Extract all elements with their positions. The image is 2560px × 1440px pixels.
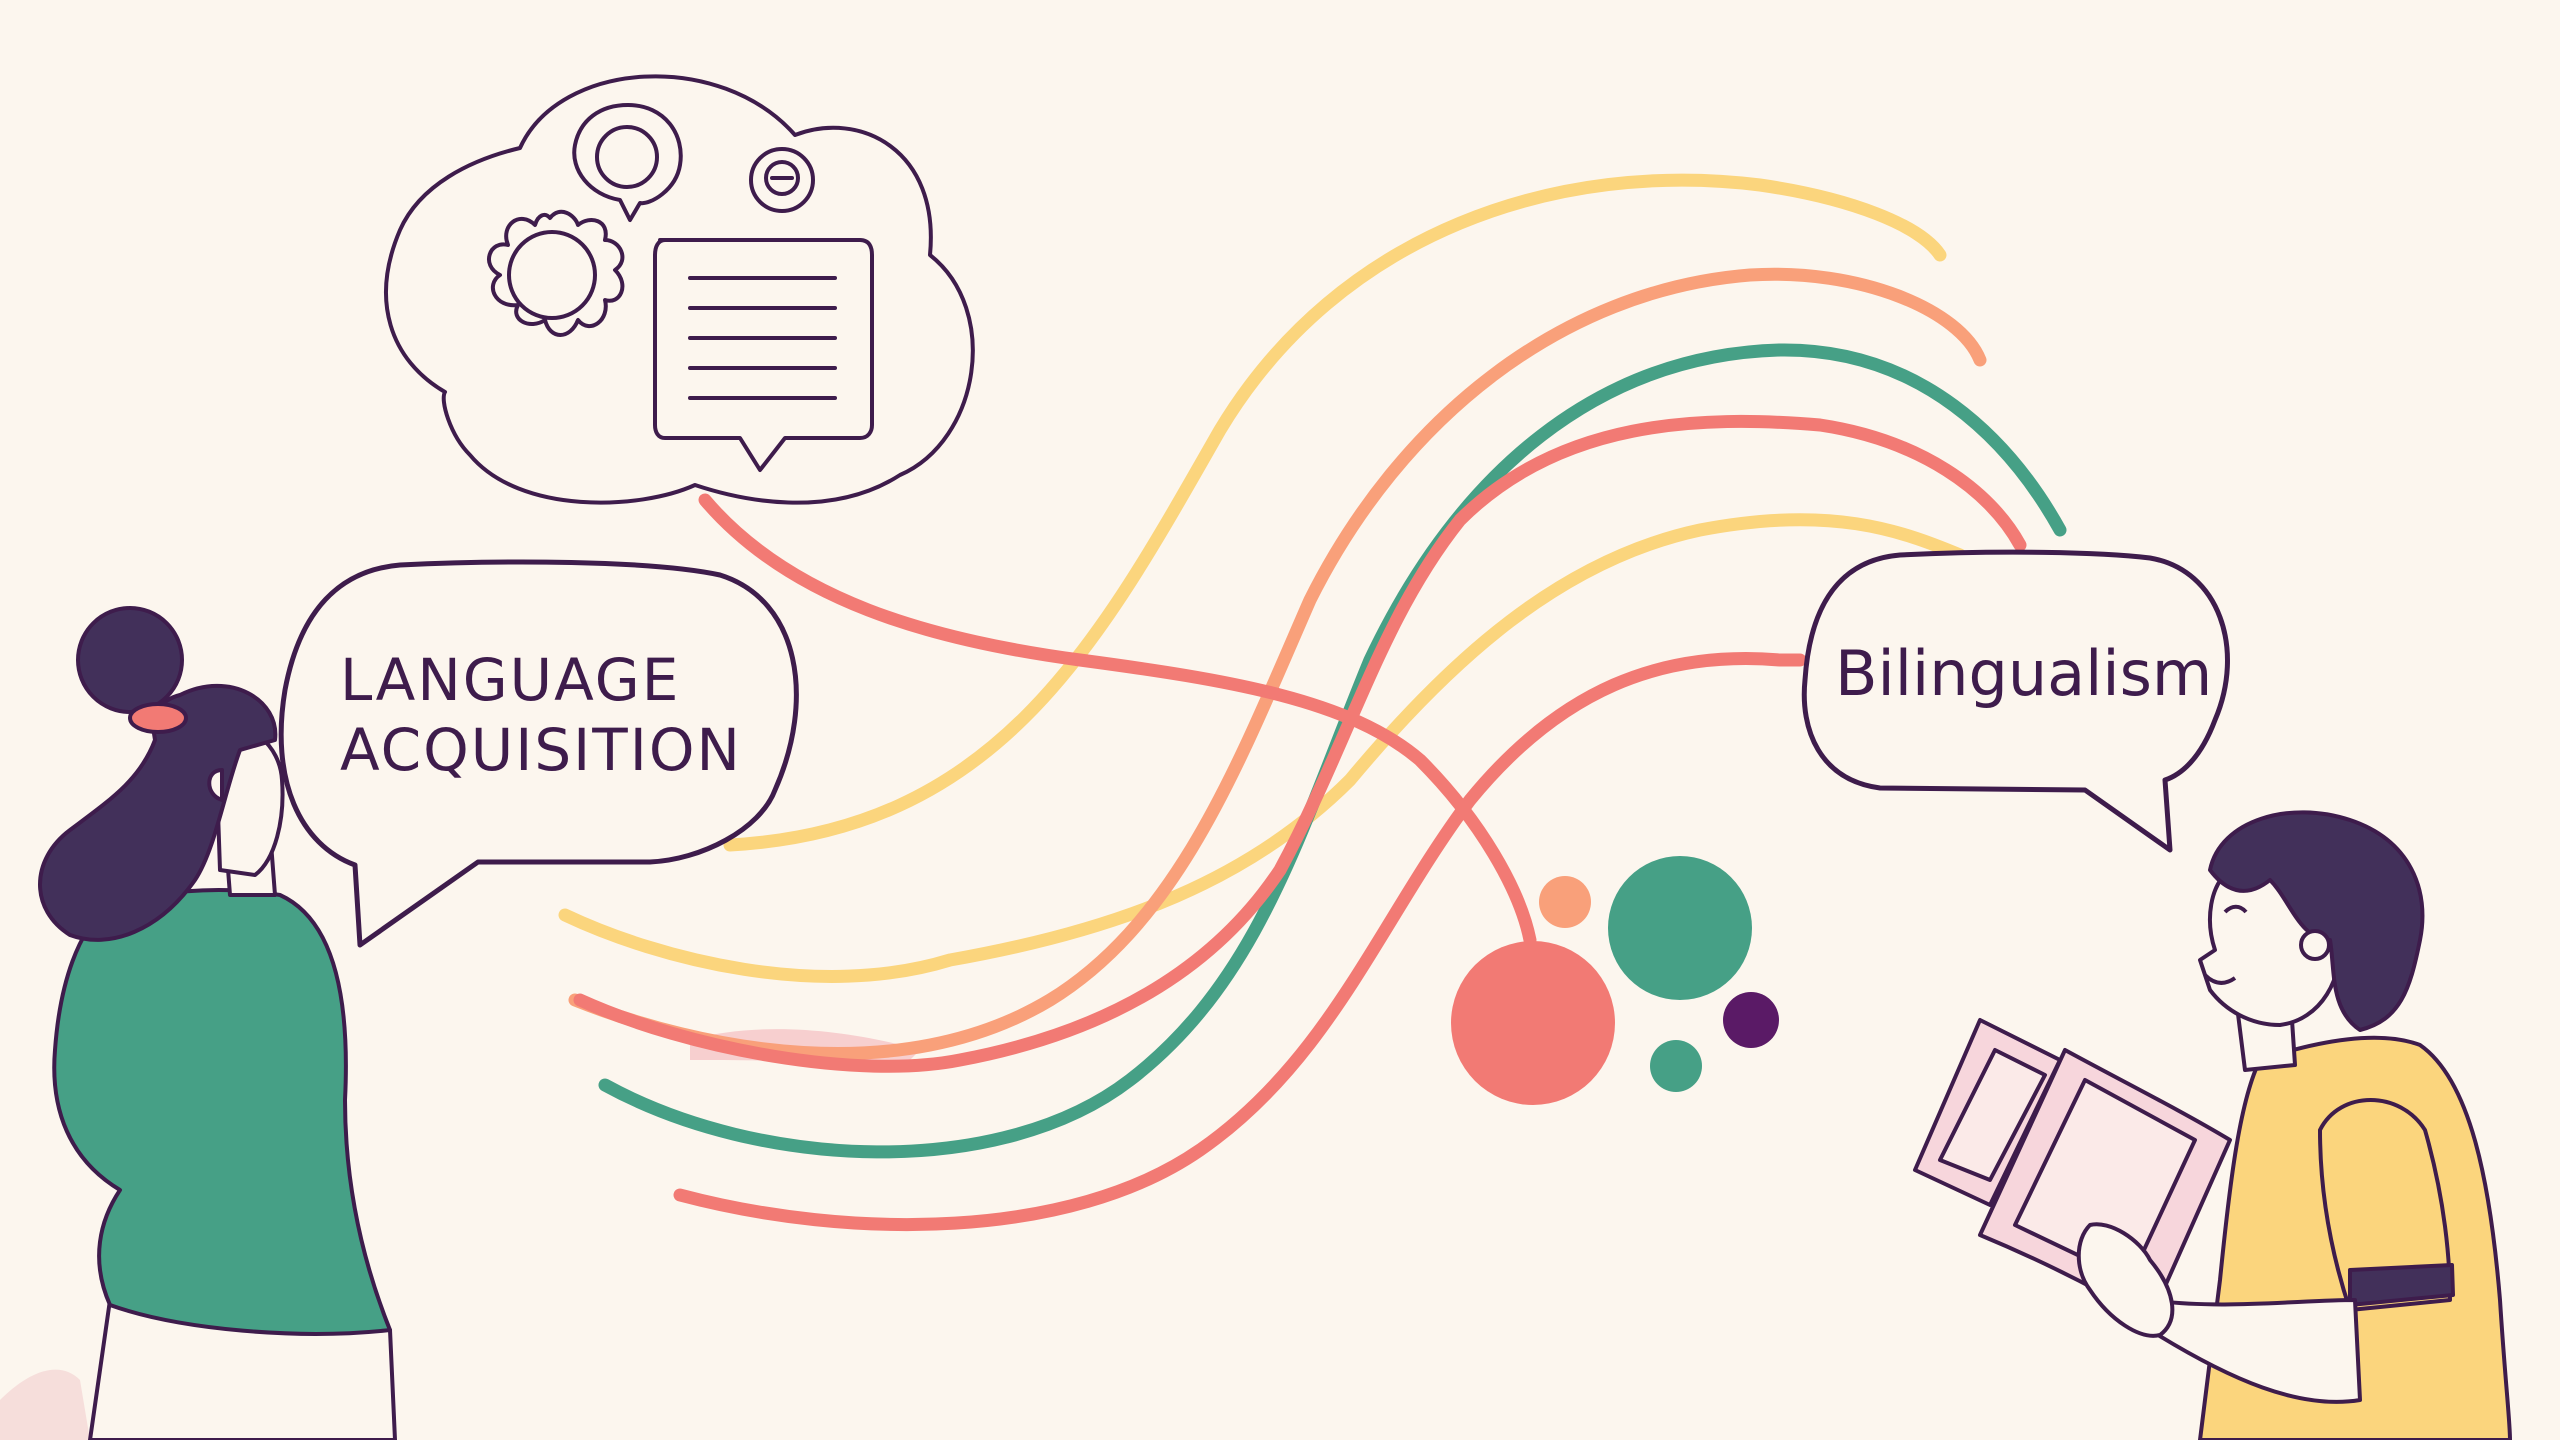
book-icon — [1913, 1018, 2232, 1322]
info-circle-icon — [749, 147, 815, 213]
speech-circle-icon — [572, 103, 683, 222]
dot-orange-small — [1539, 876, 1591, 928]
man-hair — [2208, 810, 2425, 1032]
ribbon-lines — [558, 173, 2067, 1232]
man-arm — [2148, 1298, 2362, 1404]
woman-ear — [207, 768, 224, 802]
woman-figure — [38, 606, 397, 1440]
man-ear — [2299, 929, 2331, 961]
bubble-right-text: Bilingualism — [1835, 637, 2212, 710]
dot-purple-small — [1723, 992, 1779, 1048]
pink-blob-bottom-left — [0, 1369, 90, 1440]
dot-green-small — [1650, 1040, 1702, 1092]
man-smile — [2203, 973, 2237, 985]
ribbon-yellow-low — [558, 513, 1967, 983]
dot-green-large — [1608, 856, 1752, 1000]
woman-sweater — [52, 888, 392, 1336]
woman-hair — [38, 683, 278, 942]
woman-hair-tie — [128, 702, 188, 734]
document-icon — [653, 238, 874, 472]
man-sleeve — [2318, 1098, 2452, 1312]
man-eye — [2223, 904, 2248, 914]
ribbon-yellow-top — [723, 173, 1947, 852]
man-figure — [1913, 810, 2512, 1440]
ribbon-coral-lower — [673, 652, 1807, 1232]
dot-cluster — [1451, 856, 1779, 1105]
right-speech-bubble: Bilingualism — [1801, 549, 2230, 853]
gear-icon — [487, 209, 625, 337]
bubble-left-line1: LANGUAGE — [340, 646, 680, 714]
left-speech-bubble: LANGUAGE ACQUISITION — [278, 559, 799, 948]
ribbon-orange — [568, 267, 1987, 1061]
man-hand — [2076, 1222, 2175, 1338]
man-sleeve-cuff — [2348, 1263, 2455, 1307]
bubble-left-line2: ACQUISITION — [340, 716, 742, 784]
ribbon-coral-from-cloud — [698, 493, 1537, 947]
woman-hair-bun — [76, 606, 184, 714]
dot-coral-large — [1451, 941, 1615, 1105]
ribbon-coral-upper — [573, 414, 2027, 1073]
